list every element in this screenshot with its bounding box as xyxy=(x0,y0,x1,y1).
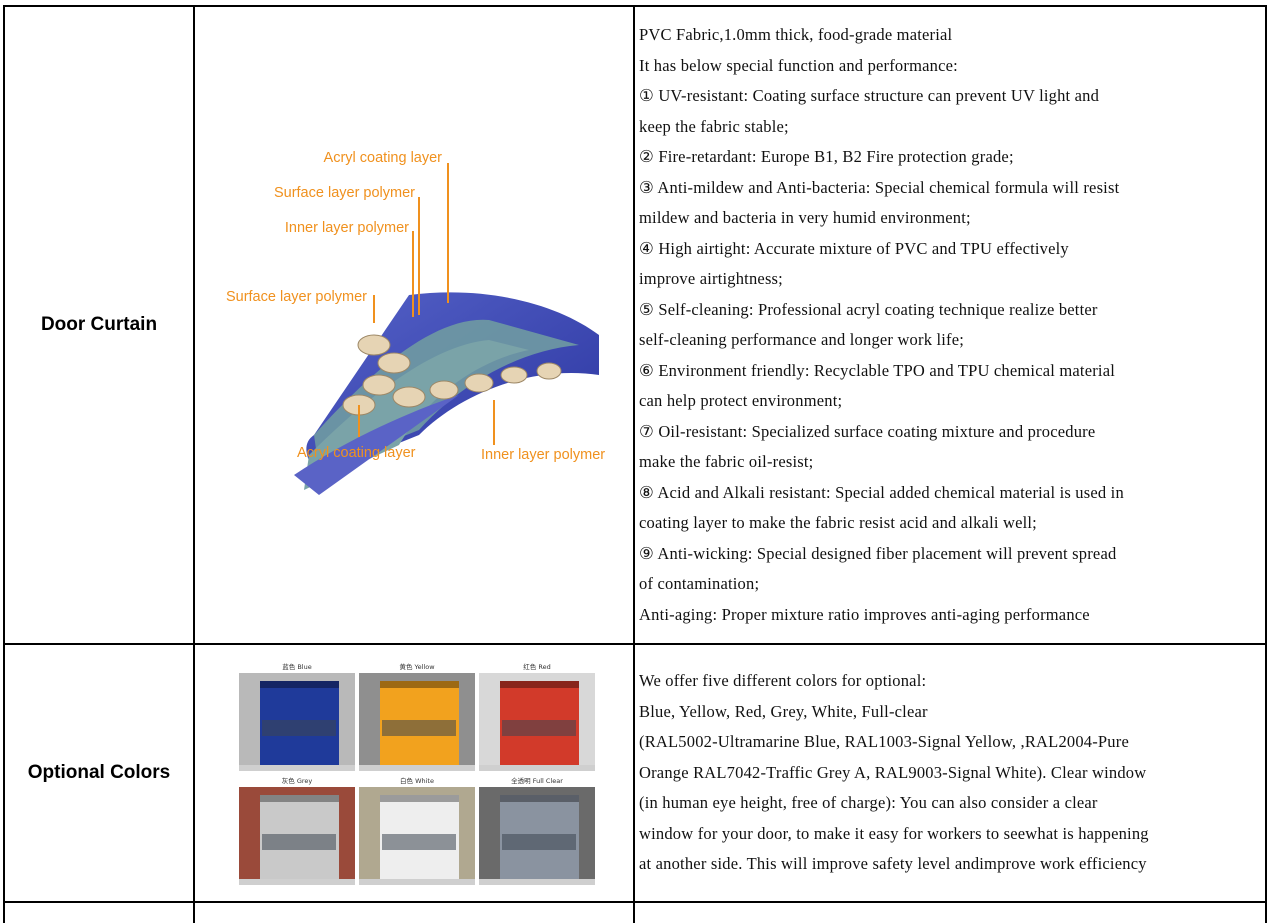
image-cell: 蓝色 Blue 黄色 Yellow 红色 Red 灰色 Grey 白色 White 全透明… xyxy=(193,643,635,903)
description-line: PVC Fabric,1.0mm thick, food-grade mater… xyxy=(639,25,953,44)
swatch-caption: 全透明 Full Clear xyxy=(511,777,563,785)
description-line: self-cleaning performance and longer wor… xyxy=(639,330,965,349)
layer-label: Inner layer polymer xyxy=(481,447,605,463)
door-photo xyxy=(359,673,475,771)
layer-label: Surface layer polymer xyxy=(274,185,415,201)
description-line: ⑥ Environment friendly: Recyclable TPO a… xyxy=(639,360,1116,380)
layer-label: Surface layer polymer xyxy=(226,289,367,305)
description-line: improve airtightness; xyxy=(639,269,783,288)
description-line: ③ Anti-mildew and Anti-bacteria: Special… xyxy=(639,177,1120,197)
color-swatch: 红色 Red xyxy=(479,661,595,771)
description-cell: PVC Fabric,1.0mm thick, food-grade mater… xyxy=(633,5,1267,645)
description-line: keep the fabric stable; xyxy=(639,116,789,136)
description-line: ① UV-resistant: Coating surface structur… xyxy=(639,86,1100,105)
color-swatch: 黄色 Yellow xyxy=(359,661,475,771)
description-cell: We offer five different colors for optio… xyxy=(633,643,1267,903)
description-line: mildew and bacteria in very humid enviro… xyxy=(639,208,971,227)
table-row xyxy=(3,901,1267,923)
table-row: Optional Colors 蓝色 Blue 黄色 Yellow 红色 Red 灰色… xyxy=(3,643,1267,903)
color-swatch: 白色 White xyxy=(359,775,475,885)
layer-label: Inner layer polymer xyxy=(285,220,409,236)
description-line: can help protect environment; xyxy=(639,391,843,410)
swatch-caption: 灰色 Grey xyxy=(281,777,313,785)
door-photo xyxy=(479,673,595,771)
description-line: (RAL5002-Ultramarine Blue, RAL1003-Signa… xyxy=(639,732,1129,752)
description-line: ⑤ Self-cleaning: Professional acryl coat… xyxy=(639,299,1098,319)
spec-table: Door Curtain xyxy=(3,5,1267,923)
fabric-layers-diagram: Acryl coating layer Surface layer polyme… xyxy=(226,150,605,495)
layer-label: Acryl coating layer xyxy=(324,150,443,166)
color-swatch: 蓝色 Blue xyxy=(239,661,355,771)
row-label: Door Curtain xyxy=(3,5,195,645)
description-line: ⑦ Oil-resistant: Specialized surface coa… xyxy=(639,421,1096,441)
description-line: ⑧ Acid and Alkali resistant: Special add… xyxy=(639,482,1124,502)
fiber-rolls xyxy=(342,334,562,416)
description-line: We offer five different colors for optio… xyxy=(639,671,927,691)
swatch-caption: 黄色 Yellow xyxy=(399,663,435,671)
description-line: at another side. This will improve safet… xyxy=(639,854,1147,874)
description-line: Blue, Yellow, Red, Grey, White, Full-cle… xyxy=(639,701,928,721)
description-line: Orange RAL7042-Traffic Grey A, RAL9003-S… xyxy=(639,762,1147,782)
description-line: window for your door, to make it easy fo… xyxy=(639,823,1149,843)
row-label: Optional Colors xyxy=(3,643,195,903)
swatch-caption: 蓝色 Blue xyxy=(282,663,312,671)
description-line: coating layer to make the fabric resist … xyxy=(639,513,1037,532)
description-line: ⑨ Anti-wicking: Special designed fiber p… xyxy=(639,543,1117,563)
description-line: It has below special function and perfor… xyxy=(639,55,958,75)
color-swatch: 全透明 Full Clear xyxy=(479,775,595,885)
door-photo xyxy=(239,787,355,885)
door-photo xyxy=(359,787,475,885)
door-photo xyxy=(479,787,595,885)
description-line: ② Fire-retardant: Europe B1, B2 Fire pro… xyxy=(639,147,1014,166)
leader-lines xyxy=(358,163,495,445)
layer-label: Acryl coating layer xyxy=(297,445,416,461)
swatch-caption: 红色 Red xyxy=(523,663,551,671)
door-photo xyxy=(239,673,355,771)
image-cell: Acryl coating layer Surface layer polyme… xyxy=(193,5,635,645)
description-line: Anti-aging: Proper mixture ratio improve… xyxy=(639,604,1090,624)
description-line: make the fabric oil-resist; xyxy=(639,452,814,471)
table-row: Door Curtain xyxy=(3,5,1267,645)
color-swatch: 灰色 Grey xyxy=(239,775,355,885)
description-line: (in human eye height, free of charge): Y… xyxy=(639,793,1098,813)
description-line: of contamination; xyxy=(639,574,760,593)
description-line: ④ High airtight: Accurate mixture of PVC… xyxy=(639,238,1069,258)
color-swatches: 蓝色 Blue 黄色 Yellow 红色 Red 灰色 Grey 白色 White 全透明… xyxy=(195,661,633,885)
swatch-caption: 白色 White xyxy=(400,777,434,785)
